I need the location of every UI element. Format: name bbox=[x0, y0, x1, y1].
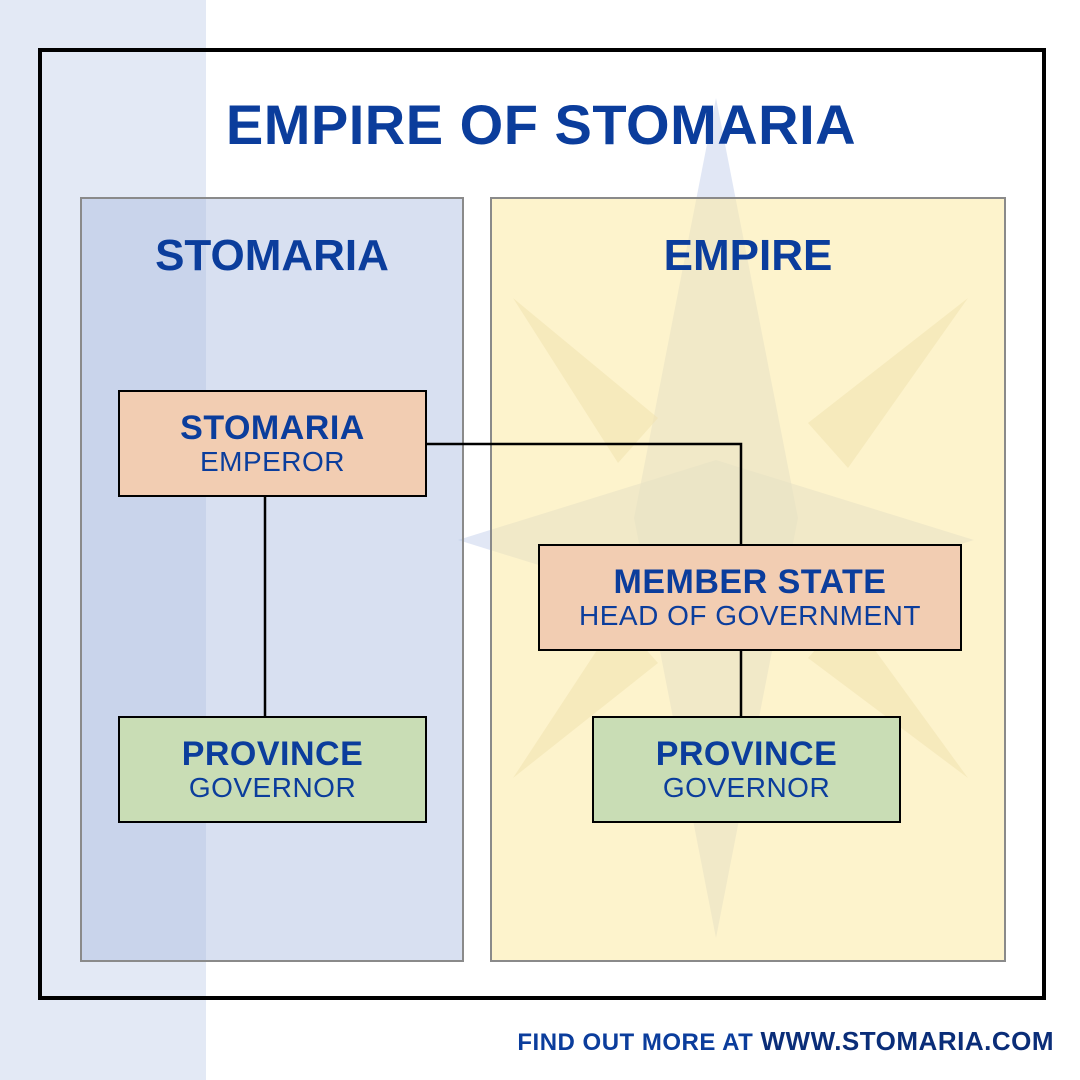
left-province-node: PROVINCE GOVERNOR bbox=[118, 716, 427, 823]
diagram-title: EMPIRE OF STOMARIA bbox=[225, 93, 857, 156]
stomaria-panel: STOMARIA bbox=[80, 197, 464, 962]
node-role: EMPEROR bbox=[199, 445, 346, 477]
frame-tint bbox=[42, 52, 206, 996]
footer-text: FIND OUT MORE AT WWW.STOMARIA.COM bbox=[517, 1026, 1054, 1057]
node-name: PROVINCE bbox=[655, 734, 838, 773]
node-role: GOVERNOR bbox=[188, 771, 357, 803]
right-province-node: PROVINCE GOVERNOR bbox=[592, 716, 901, 823]
footer-url-link[interactable]: WWW.STOMARIA.COM bbox=[760, 1026, 1054, 1056]
node-name: STOMARIA bbox=[180, 408, 365, 447]
node-role: GOVERNOR bbox=[662, 771, 831, 803]
member-state-node: MEMBER STATE HEAD OF GOVERNMENT bbox=[538, 544, 962, 651]
node-name: MEMBER STATE bbox=[613, 562, 887, 601]
footer-prefix: FIND OUT MORE AT bbox=[517, 1029, 754, 1056]
node-name: PROVINCE bbox=[181, 734, 364, 773]
empire-panel-title: EMPIRE bbox=[663, 231, 833, 280]
stomaria-emperor-node: STOMARIA EMPEROR bbox=[118, 390, 427, 497]
node-role: HEAD OF GOVERNMENT bbox=[579, 599, 921, 631]
stomaria-panel-title: STOMARIA bbox=[155, 231, 389, 280]
